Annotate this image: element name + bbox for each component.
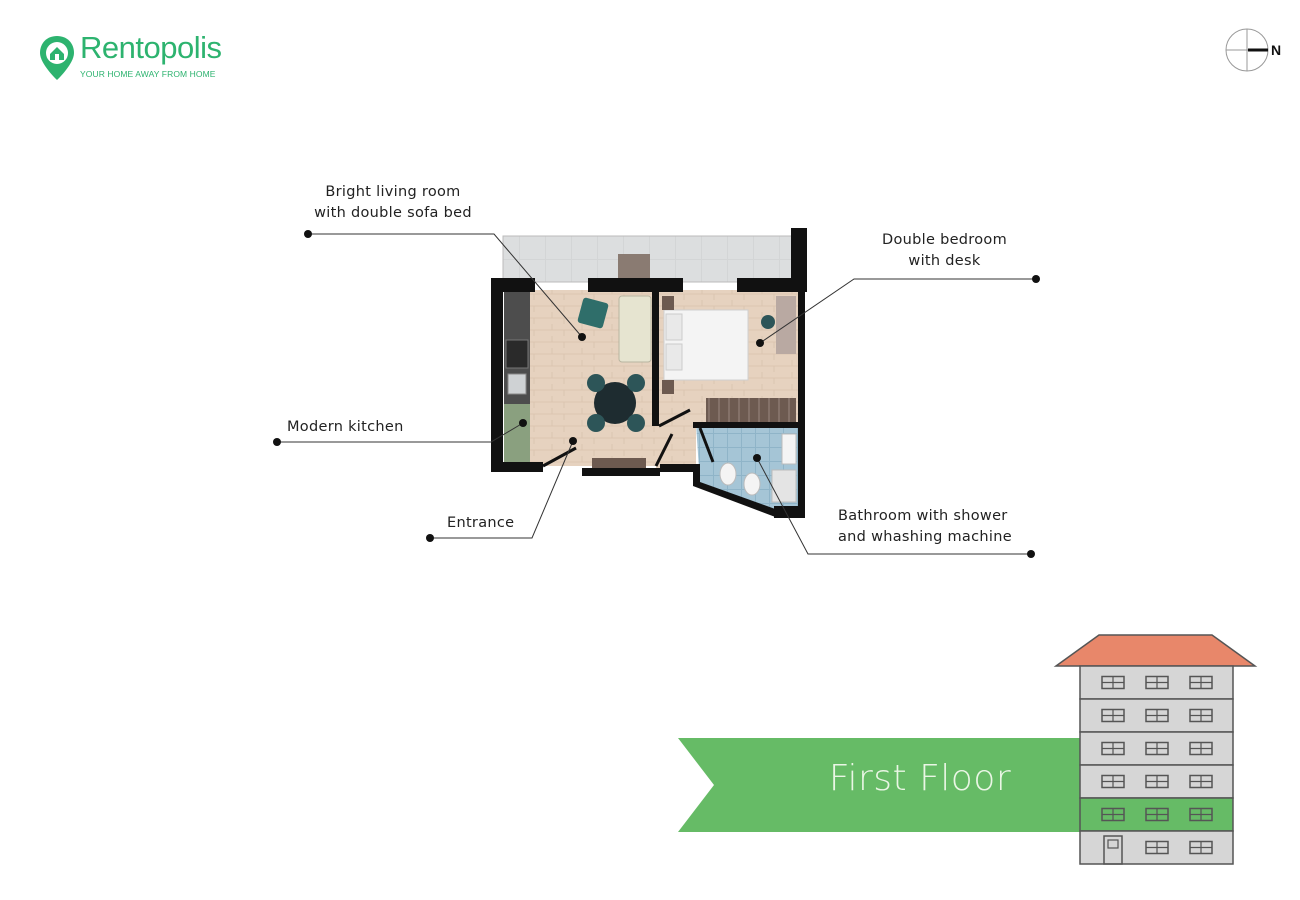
nightstand-2 bbox=[662, 380, 674, 394]
building-door bbox=[1103, 835, 1123, 865]
brand-tagline: YOUR HOME AWAY FROM HOME bbox=[80, 69, 216, 79]
nightstand-1 bbox=[662, 296, 674, 310]
sofa-bed bbox=[618, 295, 652, 363]
wardrobe bbox=[706, 398, 796, 422]
leader-dot bbox=[753, 454, 761, 462]
wall-bath-diagonal bbox=[693, 464, 778, 518]
building-illustration bbox=[1053, 634, 1258, 865]
wall-bottom-mid bbox=[582, 468, 660, 476]
compass-icon: N bbox=[1225, 28, 1281, 72]
door-hall bbox=[654, 433, 674, 467]
sink bbox=[781, 433, 797, 465]
wall-bath-corner bbox=[774, 506, 805, 518]
callout-bathroom: Bathroom with shower and whashing machin… bbox=[838, 508, 1012, 545]
leader-dot bbox=[756, 339, 764, 347]
dining-chair-4 bbox=[627, 414, 645, 432]
dining-chair-3 bbox=[587, 414, 605, 432]
wall-top-mid bbox=[588, 278, 683, 292]
wall-left bbox=[491, 278, 503, 472]
callout-bedroom: Double bedroom with desk bbox=[881, 232, 1008, 269]
leader-dot bbox=[1032, 275, 1040, 283]
wall-bath-right bbox=[798, 292, 805, 518]
callout-kitchen: Modern kitchen bbox=[287, 419, 404, 435]
leader-kitchen bbox=[277, 422, 524, 443]
pillow-1 bbox=[665, 313, 683, 341]
pillow-2 bbox=[665, 343, 683, 371]
floor-banner-label: First Floor bbox=[828, 758, 1012, 799]
wall-top-right bbox=[737, 278, 805, 292]
wall-right-column bbox=[791, 228, 807, 292]
leader-living-room bbox=[308, 233, 583, 338]
leader-dot bbox=[569, 437, 577, 445]
wall-hall-bottom bbox=[660, 464, 696, 472]
building-floors bbox=[1079, 665, 1234, 865]
bidet bbox=[719, 462, 737, 486]
wall-left-inner bbox=[503, 278, 535, 292]
wall-partition bbox=[652, 292, 659, 426]
wall-bottom-left bbox=[503, 462, 543, 472]
hall-floor bbox=[656, 424, 696, 468]
desk-chair bbox=[761, 315, 775, 329]
leader-dot bbox=[519, 419, 527, 427]
toilet bbox=[743, 472, 761, 496]
leader-dot bbox=[578, 333, 586, 341]
kitchen-cooktop bbox=[505, 339, 529, 369]
building-door-window bbox=[1107, 839, 1119, 849]
terrace-bench bbox=[618, 254, 650, 280]
leader-bathroom bbox=[756, 457, 1031, 555]
brand-name: Rentopolis bbox=[80, 30, 222, 65]
leader-dot bbox=[426, 534, 434, 542]
kitchen-fridge bbox=[504, 404, 530, 462]
door-entrance bbox=[542, 446, 577, 468]
leader-dot bbox=[1027, 550, 1035, 558]
leader-entrance bbox=[430, 440, 574, 539]
floor-banner bbox=[678, 738, 1090, 832]
door-bedroom bbox=[658, 408, 691, 428]
dining-chair-1 bbox=[587, 374, 605, 392]
kitchen-sink bbox=[507, 373, 527, 395]
washing-machine bbox=[771, 469, 797, 503]
rentopolis-logo: Rentopolis YOUR HOME AWAY FROM HOME bbox=[38, 30, 248, 84]
tv-console bbox=[592, 458, 646, 468]
wall-bath-top bbox=[693, 422, 801, 428]
building-roof bbox=[1053, 634, 1258, 667]
map-pin-house-icon bbox=[40, 36, 74, 80]
leader-bedroom bbox=[759, 278, 1036, 344]
dining-chair-2 bbox=[627, 374, 645, 392]
dining-table bbox=[594, 382, 636, 424]
armchair bbox=[577, 297, 609, 329]
compass-label: N bbox=[1271, 42, 1281, 58]
callout-living-room: Bright living room with double sofa bed bbox=[314, 184, 472, 221]
door-bathroom bbox=[698, 427, 715, 463]
callout-entrance: Entrance bbox=[447, 515, 515, 531]
leader-dot bbox=[273, 438, 281, 446]
leader-dot bbox=[304, 230, 312, 238]
